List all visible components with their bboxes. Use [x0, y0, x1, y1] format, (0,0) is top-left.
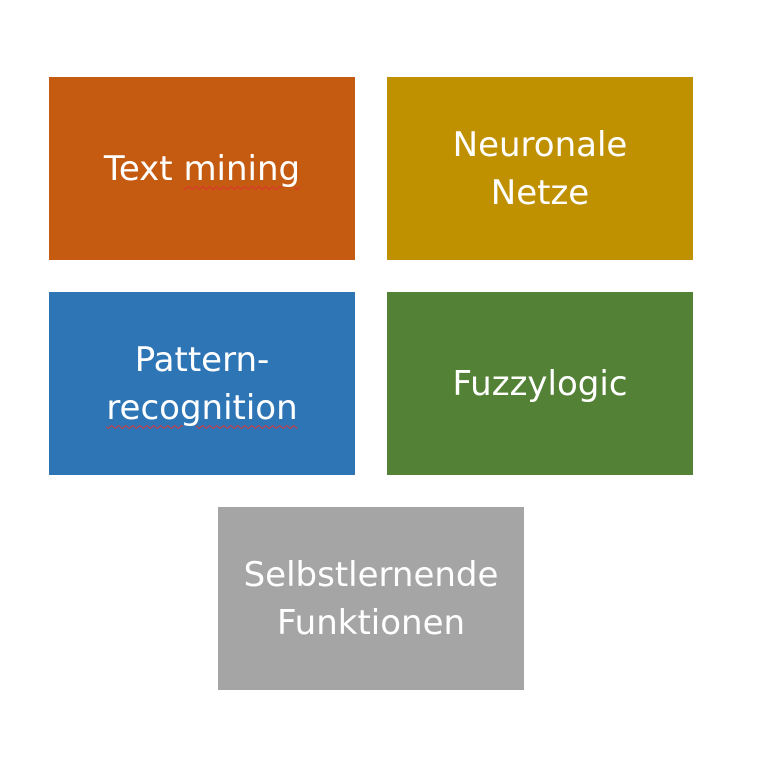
- box-neuronale-netze: Neuronale Netze: [387, 77, 693, 260]
- box-label-line: recognition: [106, 387, 298, 428]
- box-label-line: Fuzzylogic: [452, 363, 628, 404]
- box-label-line: Text mining: [104, 145, 300, 193]
- box-fuzzylogic: Fuzzylogic: [387, 292, 693, 475]
- box-text-mining: Text mining: [49, 77, 355, 260]
- box-label-line: Netze: [490, 172, 590, 213]
- box-label-line: Selbstlernende: [243, 554, 499, 595]
- box-selbstlernende-funktionen: Selbstlernende Funktionen: [218, 507, 524, 690]
- text-word: Text: [103, 148, 173, 189]
- box-pattern-recognition: Pattern- recognition: [49, 292, 355, 475]
- box-label-line: Neuronale: [452, 124, 628, 165]
- box-label-line: Pattern-: [134, 339, 270, 380]
- box-label-line: Funktionen: [276, 602, 466, 643]
- spellcheck-word: mining: [183, 148, 301, 189]
